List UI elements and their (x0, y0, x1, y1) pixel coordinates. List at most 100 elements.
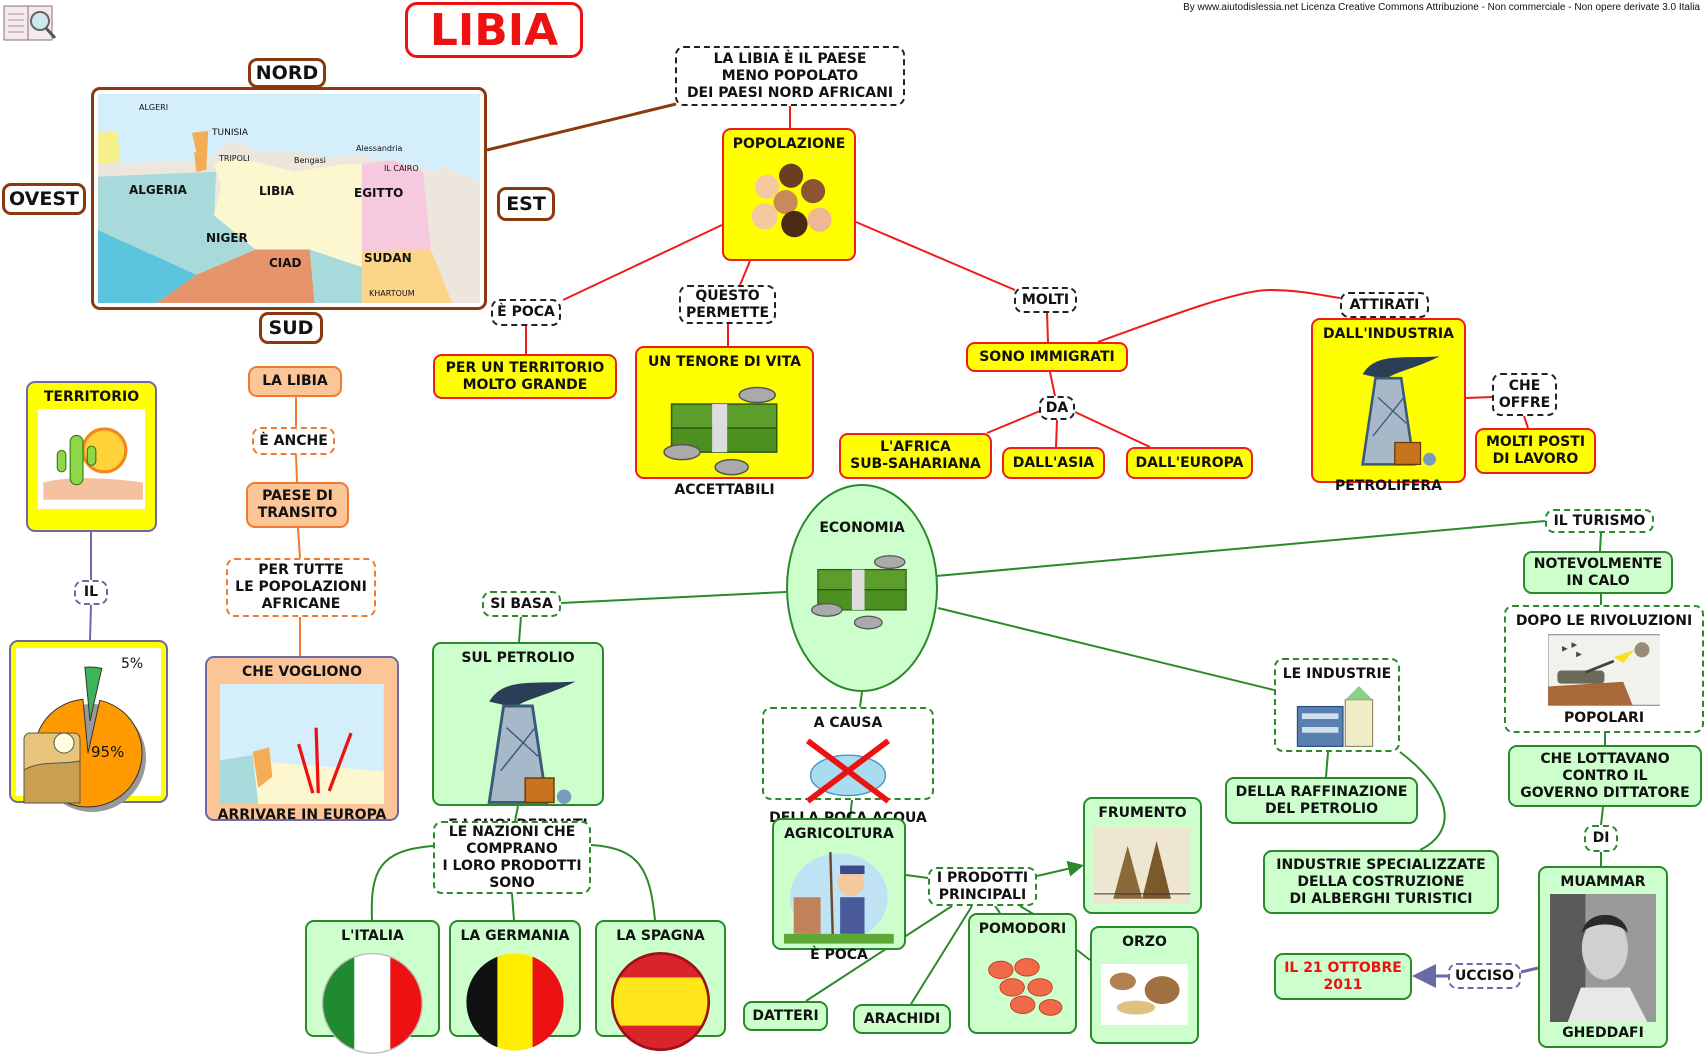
oil-derrick-icon (1324, 346, 1453, 475)
large-territory-node[interactable]: PER UN TERRITORIO MOLTO GRANDE (433, 354, 617, 399)
factory-icon (1286, 686, 1389, 749)
gaddafi-bottom: GHEDDAFI (1562, 1025, 1644, 1041)
italy-flag-icon (317, 948, 428, 1059)
pie-slice-other (84, 666, 103, 721)
many-jobs-node[interactable]: MOLTI POSTI DI LAVORO (1475, 428, 1596, 474)
link-allows: QUESTO PERMETTE (679, 285, 776, 324)
map-label-algeri: ALGERI (139, 103, 169, 112)
map-label-niger: NIGER (206, 231, 248, 245)
country-spain-label: LA SPAGNA (616, 928, 705, 944)
territory-node[interactable]: TERRITORIO (26, 381, 157, 532)
product-wheat[interactable]: FRUMENTO (1083, 797, 1202, 914)
license-credit: By www.aiutodislessia.net Licenza Creati… (1183, 2, 1700, 13)
economy-label: ECONOMIA (819, 520, 905, 536)
link-of: DI (1584, 825, 1618, 852)
map-label-tripoli: TRIPOLI (219, 154, 250, 163)
link-is-low: È POCA (491, 299, 561, 326)
money-stack-icon (649, 374, 799, 479)
oil-derrick-icon (446, 670, 590, 814)
origin-sub-saharan-africa[interactable]: L'AFRICA SUB-SAHARIANA (839, 433, 992, 479)
map-label-cairo: IL CAIRO (384, 164, 419, 173)
cause-top: A CAUSA (813, 715, 883, 731)
hotel-construction-node[interactable]: INDUSTRIE SPECIALIZZATE DELLA COSTRUZION… (1263, 850, 1499, 914)
revolutions-top: DOPO LE RIVOLUZIONI (1515, 613, 1693, 629)
oil-refining-node[interactable]: DELLA RAFFINAZIONE DEL PETROLIO (1225, 777, 1418, 824)
pie-label-95: 95% (91, 742, 125, 761)
fighting-dictator-node[interactable]: CHE LOTTAVANO CONTRO IL GOVERNO DITTATOR… (1508, 745, 1702, 807)
crossed-water-icon (776, 735, 920, 807)
link-attracted: ATTIRATI (1340, 292, 1429, 318)
declining-node[interactable]: NOTEVOLMENTE IN CALO (1523, 551, 1673, 594)
product-dates[interactable]: DATTERI (743, 1001, 828, 1031)
wheat-sheaf-icon (1094, 825, 1191, 905)
country-italy[interactable]: L'ITALIA (305, 920, 440, 1054)
product-wheat-label: FRUMENTO (1098, 805, 1187, 821)
country-germany[interactable]: LA GERMANIA (449, 920, 581, 1051)
link-the: IL (74, 580, 108, 605)
desert-pie-node[interactable]: 5% 95% (9, 640, 168, 812)
desert-pie-chart: 5% 95% (16, 647, 161, 812)
product-barley-label: ORZO (1122, 934, 1167, 950)
map-label-sudan: SUDAN (364, 251, 412, 265)
origin-europe[interactable]: DALL'EUROPA (1126, 447, 1253, 479)
link-killed: UCCISO (1448, 963, 1521, 989)
oil-top: SUL PETROLIO (461, 650, 575, 666)
all-african-peoples-node: PER TUTTE LE POPOLAZIONI AFRICANE (226, 558, 376, 617)
agriculture-top: AGRICOLTURA (784, 826, 894, 842)
immigrants-node[interactable]: SONO IMMIGRATI (966, 342, 1128, 372)
map-label-algeria: ALGERIA (129, 183, 187, 197)
industries-label: LE INDUSTRIE (1282, 666, 1392, 682)
link-based-on: SI BASA (482, 591, 561, 617)
product-peanuts[interactable]: ARACHIDI (853, 1004, 951, 1034)
product-barley[interactable]: ORZO (1090, 926, 1199, 1044)
north-label: NORD (248, 58, 326, 88)
link-many: MOLTI (1014, 287, 1077, 313)
oil-node[interactable]: SUL PETROLIO E I SUOI DERIVATI (432, 642, 604, 833)
money-stack-icon (799, 540, 925, 637)
industries-node: LE INDUSTRIE (1274, 658, 1400, 752)
farmer-icon (784, 846, 894, 944)
living-standard-top: UN TENORE DI VITA (648, 354, 801, 370)
population-node[interactable]: POPOLAZIONE (722, 128, 856, 261)
product-tomatoes[interactable]: POMODORI (968, 913, 1077, 1034)
country-germany-label: LA GERMANIA (460, 928, 570, 944)
gaddafi-photo (1549, 894, 1657, 1022)
link-from: DA (1039, 396, 1075, 420)
living-standard-bottom: ACCETTABILI (674, 482, 775, 499)
agriculture-node[interactable]: AGRICOLTURA È POCA (772, 818, 906, 963)
least-populated-note: LA LIBIA È IL PAESE MENO POPOLATO DEI PA… (675, 46, 905, 106)
country-italy-label: L'ITALIA (341, 928, 404, 944)
transit-country-node[interactable]: PAESE DI TRANSITO (246, 482, 349, 528)
reach-europe-node[interactable]: CHE VOGLIONO ARRIVARE IN EUROPA (205, 656, 399, 823)
gaddafi-node[interactable]: MUAMMAR GHEDDAFI (1538, 866, 1668, 1048)
link-is-also: È ANCHE (252, 427, 335, 455)
reach-europe-top: CHE VOGLIONO (241, 664, 363, 680)
gaddafi-top: MUAMMAR (1560, 874, 1646, 890)
barley-grains-icon (1100, 954, 1189, 1035)
page-title: LIBIA (405, 2, 583, 58)
population-label: POPOLAZIONE (732, 136, 846, 152)
agriculture-bottom: È POCA (810, 946, 868, 963)
map-label-ciad: CIAD (269, 256, 302, 270)
south-label: SUD (259, 312, 323, 344)
map-label-bengasi: Bengasi (294, 156, 326, 165)
oil-industry-top: DALL'INDUSTRIA (1323, 326, 1454, 342)
revolutions-node: DOPO LE RIVOLUZIONI POPOLARI (1504, 605, 1704, 733)
oil-industry-node[interactable]: DALL'INDUSTRIA PETROLIFERA (1311, 318, 1466, 494)
map-label-libia: LIBIA (259, 184, 295, 198)
people-faces-icon (734, 156, 844, 244)
territory-label: TERRITORIO (43, 389, 140, 405)
link-offers: CHE OFFRE (1492, 373, 1557, 416)
country-spain[interactable]: LA SPAGNA (595, 920, 726, 1052)
living-standard-node[interactable]: UN TENORE DI VITA ACCETTABILI (635, 346, 814, 498)
north-africa-map: ALGERIA LIBIA EGITTO NIGER CIAD SUDAN TU… (91, 87, 487, 310)
economy-node[interactable]: ECONOMIA (786, 484, 938, 692)
death-date-node[interactable]: IL 21 OTTOBRE 2011 (1274, 953, 1412, 1000)
spain-flag-icon (607, 948, 714, 1055)
libya-start-node[interactable]: LA LIBIA (248, 366, 342, 397)
tourism-node: IL TURISMO (1545, 509, 1654, 533)
link-main-products: I PRODOTTI PRINCIPALI (928, 867, 1037, 906)
migration-map-icon (220, 684, 384, 805)
origin-asia[interactable]: DALL'ASIA (1002, 447, 1105, 479)
